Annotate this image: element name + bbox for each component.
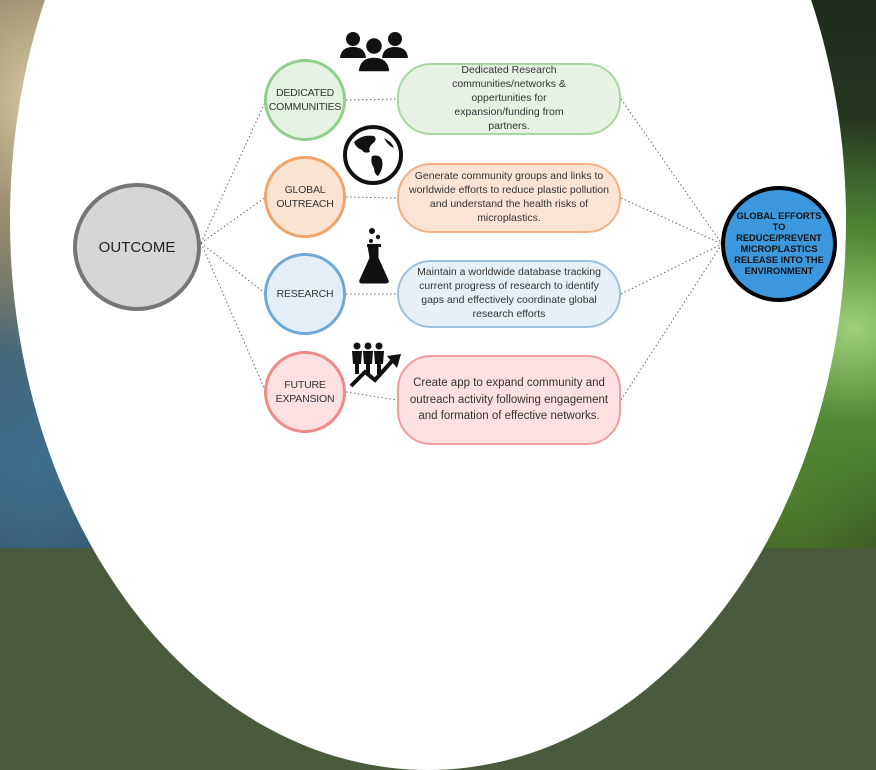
growth-arrow-icon <box>349 342 401 388</box>
category-future-expansion: FUTURE EXPANSION <box>264 351 346 433</box>
goal-node: GLOBAL EFFORTS TO REDUCE/PREVENT MICROPL… <box>721 186 837 302</box>
category-research: RESEARCH <box>264 253 346 335</box>
connector-outcome-communities <box>200 99 267 244</box>
connector-box4-goal <box>620 243 723 401</box>
connector-box1-goal <box>620 98 723 245</box>
description-future-expansion: Create app to expand community and outre… <box>397 355 621 445</box>
description-global-outreach: Generate community groups and links to w… <box>397 163 621 233</box>
globe-icon <box>343 125 403 185</box>
description-dedicated-communities: Dedicated Research communities/networks … <box>397 63 621 135</box>
connector-expansion-box <box>345 391 398 401</box>
connector-box2-goal <box>620 197 723 245</box>
flask-icon <box>359 228 389 284</box>
connector-outcome-outreach <box>200 196 267 244</box>
category-global-outreach: GLOBAL OUTREACH <box>264 156 346 238</box>
connector-lines <box>200 98 723 401</box>
connector-box3-goal <box>620 243 723 295</box>
category-dedicated-communities: DEDICATED COMMUNITIES <box>264 59 346 141</box>
connector-communities-box <box>345 98 398 101</box>
people-group-icon <box>340 32 408 73</box>
connector-outcome-expansion <box>200 242 267 393</box>
description-research: Maintain a worldwide database tracking c… <box>397 260 621 328</box>
outcome-node: OUTCOME <box>73 183 201 311</box>
connector-outcome-research <box>200 242 267 295</box>
connector-outreach-box <box>345 196 398 199</box>
